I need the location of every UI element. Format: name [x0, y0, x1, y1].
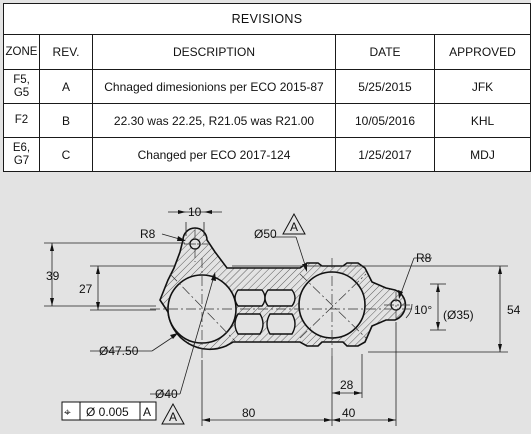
row-date: 5/25/2015 [335, 69, 435, 104]
center-lines [150, 230, 420, 360]
header-approved: APPROVED [434, 34, 531, 70]
row-zone: F2 [3, 103, 40, 138]
row-rev: A [39, 69, 93, 104]
dim-span-40: 40 [342, 406, 356, 420]
pocket-upper-right [264, 289, 296, 307]
header-rev: REV. [39, 34, 93, 70]
row-description: 22.30 was 22.25, R21.05 was R21.00 [92, 103, 336, 138]
revisions-title: REVISIONS [3, 3, 531, 35]
dim-bottom-dia: Ø40 [155, 387, 178, 401]
zone-line-2: G5 [13, 86, 30, 99]
datum-a-symbol-bottom: A [161, 402, 185, 425]
row-date: 10/05/2016 [335, 103, 435, 138]
zone-line-2: G7 [13, 154, 30, 167]
row-approved: KHL [434, 103, 531, 138]
row-approved: JFK [434, 69, 531, 104]
feature-control-frame: ⌖ Ø 0.005 A [61, 401, 157, 421]
dim-total-height: 54 [507, 303, 521, 317]
header-zone: ZONE [3, 34, 40, 70]
row-rev: C [39, 137, 93, 172]
pocket-upper [234, 289, 266, 307]
revisions-header-row: ZONE REV. DESCRIPTION DATE APPROVED [3, 34, 531, 70]
pocket-lower-right [266, 313, 296, 335]
datum-a-label: A [169, 410, 177, 424]
part-body [159, 227, 407, 351]
position-symbol-icon: ⌖ [64, 405, 71, 419]
revisions-table: REVISIONS ZONE REV. DESCRIPTION DATE APP… [3, 3, 531, 172]
dim-span-80: 80 [242, 406, 256, 420]
part-drawing: 10 R8 Ø50 39 27 R8 54 (Ø35) 10° Ø47.50 2… [44, 205, 521, 426]
header-description: DESCRIPTION [92, 34, 336, 70]
dim-big-circle-dia: Ø50 [254, 227, 277, 241]
dim-left-height: 39 [46, 269, 60, 283]
row-rev: B [39, 103, 93, 138]
dim-left-circle-dia: Ø47.50 [99, 344, 139, 358]
dim-small-bore: (Ø35) [443, 308, 474, 322]
dim-offset-28: 28 [340, 378, 354, 392]
zone-line-1: F5, [13, 73, 30, 86]
dim-inner-height: 27 [79, 282, 93, 296]
fcf-datum: A [143, 405, 151, 419]
row-description: Changed per ECO 2017-124 [92, 137, 336, 172]
row-approved: MDJ [434, 137, 531, 172]
zone-line-1: F2 [14, 114, 29, 126]
fcf-tolerance: Ø 0.005 [86, 405, 129, 419]
row-zone: E6,G7 [3, 137, 40, 172]
table-row: E6,G7 C Changed per ECO 2017-124 1/25/20… [3, 137, 531, 172]
dim-left-radius: R8 [140, 227, 156, 241]
table-row: F2 B 22.30 was 22.25, R21.05 was R21.00 … [3, 103, 531, 138]
header-date: DATE [335, 34, 435, 70]
pocket-lower [234, 313, 264, 335]
dim-top-width: 10 [188, 205, 202, 219]
dimension-labels: 10 R8 Ø50 39 27 R8 54 (Ø35) 10° Ø47.50 2… [46, 205, 521, 420]
zone-line-1: E6, [12, 141, 31, 154]
row-description: Chnaged dimesionions per ECO 2015-87 [92, 69, 336, 104]
datum-a-label: A [290, 220, 298, 234]
row-date: 1/25/2017 [335, 137, 435, 172]
dim-right-radius: R8 [416, 251, 432, 265]
dimension-lines [44, 210, 508, 426]
table-row: F5,G5 A Chnaged dimesionions per ECO 201… [3, 69, 531, 104]
dim-angle: 10° [414, 303, 432, 317]
datum-a-symbol-top: A [282, 212, 306, 235]
row-zone: F5,G5 [3, 69, 40, 104]
